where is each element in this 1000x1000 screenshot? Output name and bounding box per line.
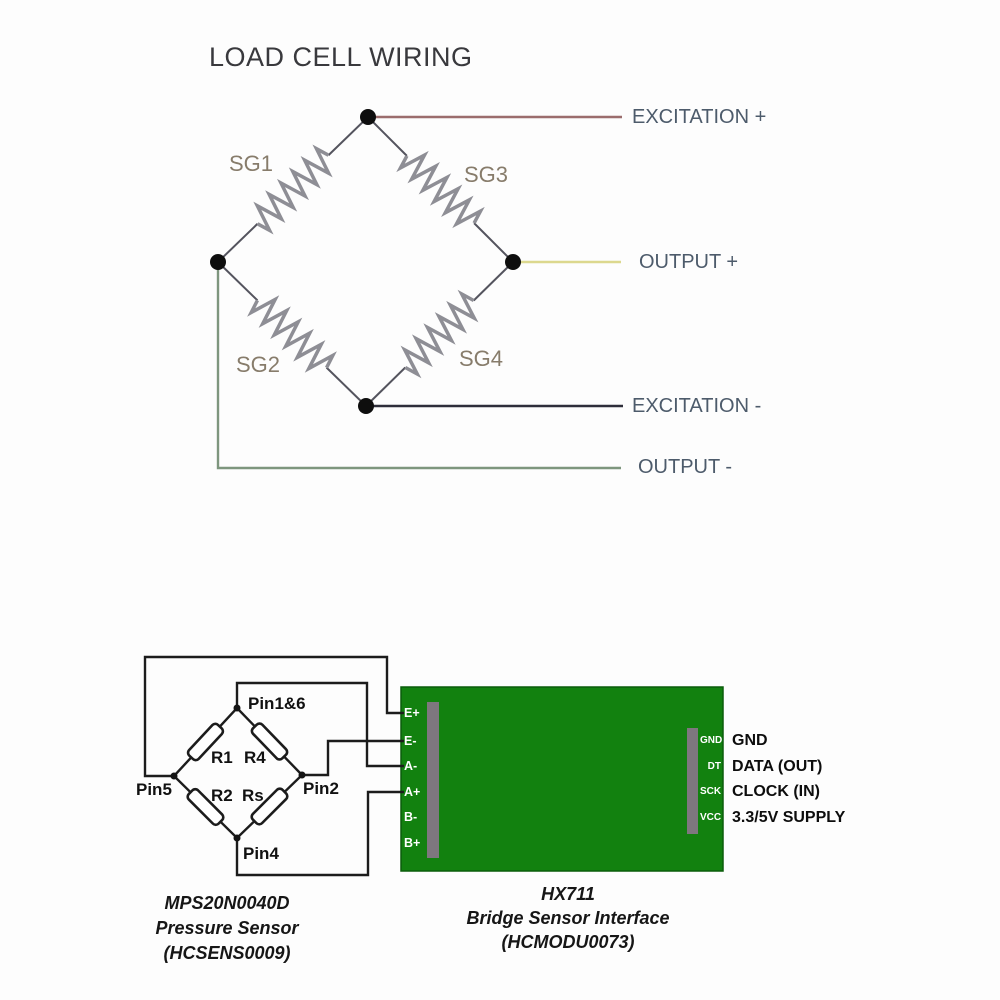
strain-gauge-zigzag: [247, 295, 337, 373]
caption-line: MPS20N0040D: [164, 893, 290, 913]
bridge-node-bottom: [358, 398, 374, 414]
pressure-sensor-diagram: [143, 655, 724, 877]
sg4-label: SG4: [459, 346, 504, 371]
hx711-caption: HX711 Bridge Sensor Interface (HCMODU007…: [403, 882, 733, 954]
ext-label-clock-in: CLOCK (IN): [732, 783, 820, 800]
board-pin-a-minus: A-: [404, 759, 418, 773]
strain-gauge-sg2: [217, 261, 367, 407]
sg3-label: SG3: [464, 162, 509, 187]
resistor-r1: [186, 722, 225, 762]
pin-label-bottom: Pin4: [243, 844, 279, 863]
wire-pin4-to-a-plus: [235, 790, 404, 877]
bridge-node-left: [210, 254, 226, 270]
output-minus-wire: [216, 264, 621, 470]
terminal-label-excitation-minus: EXCITATION -: [632, 395, 762, 417]
load-cell-diagram: [210, 109, 623, 470]
terminal-label-output-minus: OUTPUT -: [638, 456, 733, 478]
wire-pin1and6-to-a-minus: [235, 681, 404, 768]
caption-line: Bridge Sensor Interface: [466, 908, 670, 928]
bridge-node-top: [360, 109, 376, 125]
sensor-node-right: [298, 771, 306, 779]
bridge-lead-wire: [367, 116, 408, 157]
bridge-lead-wire: [327, 116, 369, 156]
resistor-r2: [186, 787, 225, 827]
bridge-lead-wire: [325, 366, 367, 407]
resistor-label-rs: Rs: [242, 786, 264, 805]
board-pin-vcc: VCC: [700, 812, 722, 823]
board-pin-e-minus: E-: [404, 734, 417, 748]
ext-label-gnd: GND: [732, 732, 768, 749]
strain-gauge-zigzag: [400, 289, 479, 379]
sensor-node-top: [233, 704, 241, 712]
wire-pin5-to-e-plus: [143, 655, 404, 778]
resistor-label-r4: R4: [244, 748, 266, 767]
terminal-label-output-plus: OUTPUT +: [639, 251, 739, 273]
caption-line: (HCSENS0009): [163, 943, 291, 963]
caption-line: (HCMODU0073): [501, 932, 635, 952]
strain-gauge-zigzag: [396, 150, 485, 229]
caption-line: Pressure Sensor: [155, 918, 299, 938]
bridge-node-right: [505, 254, 521, 270]
bridge-lead-wire: [217, 223, 259, 263]
ext-label-data-out: DATA (OUT): [732, 758, 823, 775]
sg2-label: SG2: [236, 352, 281, 377]
board-pin-e-plus: E+: [404, 706, 420, 720]
sg1-label: SG1: [229, 151, 274, 176]
board-pin-gnd: GND: [700, 735, 723, 746]
board-pin-b-minus: B-: [404, 810, 418, 824]
left-pin-header: [427, 702, 439, 858]
pin-label-left: Pin5: [136, 780, 172, 799]
hx711-pcb: [400, 686, 724, 872]
resistor-rs: [250, 787, 289, 826]
board-pin-b-plus: B+: [404, 836, 421, 850]
pressure-sensor-caption: MPS20N0040D Pressure Sensor (HCSENS0009): [107, 891, 347, 966]
strain-gauge-sg4: [365, 261, 514, 407]
strain-gauge-sg3: [367, 116, 514, 263]
resistor-label-r1: R1: [211, 748, 233, 767]
caption-line: HX711: [541, 884, 595, 904]
sensor-node-left: [170, 772, 178, 780]
terminal-label-excitation-plus: EXCITATION +: [632, 106, 767, 128]
right-pin-header: [687, 728, 698, 834]
pin-label-top: Pin1&6: [248, 694, 306, 713]
strain-gauge-zigzag: [253, 144, 333, 235]
sensor-bridge-diamond: [172, 706, 304, 840]
board-pin-a-plus: A+: [404, 785, 421, 799]
wire-pin2-to-e-minus: [302, 739, 404, 777]
page-title: LOAD CELL WIRING: [209, 42, 473, 72]
resistor-r4: [250, 722, 289, 761]
board-pin-dt: DT: [707, 761, 721, 772]
resistor-label-r2: R2: [211, 786, 233, 805]
board-pin-sck: SCK: [700, 786, 722, 797]
ext-label-supply: 3.3/5V SUPPLY: [732, 809, 846, 826]
bridge-lead-wire: [473, 222, 514, 263]
pin-label-right: Pin2: [303, 779, 339, 798]
bridge-lead-wire: [217, 261, 259, 302]
bridge-lead-wire: [365, 366, 406, 407]
sensor-node-bottom: [233, 834, 241, 842]
bridge-lead-wire: [473, 261, 514, 302]
strain-gauge-sg1: [217, 116, 369, 263]
